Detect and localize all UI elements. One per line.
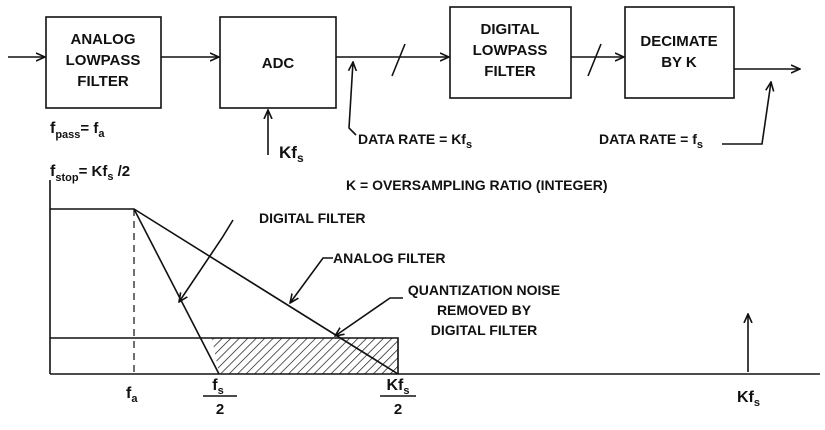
bus-slash-1 [391,43,406,77]
digital-lpf-label-1: DIGITAL [481,21,540,38]
noise-label-1: QUANTIZATION NOISE [408,282,560,298]
analog-lowpass-filter-block [45,16,162,109]
data-rate-1-label: DATA RATE = Kfs [358,131,472,151]
decimate-label-1: DECIMATE [640,33,717,50]
quantization-noise-floor [50,337,399,374]
analog-lpf-label-1: ANALOG [71,31,136,48]
fpass-label: fpass= fa [50,120,105,141]
analog-lpf-label-3: FILTER [77,73,129,90]
adc-block [219,16,337,109]
data-rate-2-label: DATA RATE = fs [599,131,703,151]
digital-lowpass-filter-block [449,6,572,99]
x-label-kfs-over-2-num: Kfs [386,377,409,397]
x-label-fs-over-2-den: 2 [216,401,224,418]
digital-filter-response [133,208,220,375]
x-label-fa: fa [126,385,138,405]
data-rate-1-leader [349,62,356,136]
digital-filter-leader [179,219,234,302]
oversampling-ratio-definition: K = OVERSAMPLING RATIO (INTEGER) [346,177,607,193]
digital-filter-label: DIGITAL FILTER [259,210,366,226]
analog-filter-leader [290,257,333,303]
adc-label: ADC [262,55,295,72]
x-label-kfs: Kfs [737,389,760,409]
x-label-fs-over-2-num: fs [212,377,223,397]
noise-label-2: REMOVED BY [437,302,532,318]
x-label-kfs-over-2-den: 2 [394,401,402,418]
fstop-label: fstop= Kfs /2 [50,163,130,184]
noise-leader [335,297,403,336]
digital-lpf-label-2: LOWPASS [473,42,548,59]
decimate-label-2: BY K [661,54,697,71]
analog-filter-label: ANALOG FILTER [333,250,446,266]
removed-noise-hatched-region [212,338,398,374]
bus-slash-2 [587,43,602,77]
analog-lpf-label-2: LOWPASS [66,52,141,69]
adc-clock-label: Kfs [279,143,304,165]
decimate-block [624,6,735,99]
digital-lpf-label-3: FILTER [484,63,536,80]
noise-label-3: DIGITAL FILTER [431,322,538,338]
data-rate-2-leader [722,82,771,145]
